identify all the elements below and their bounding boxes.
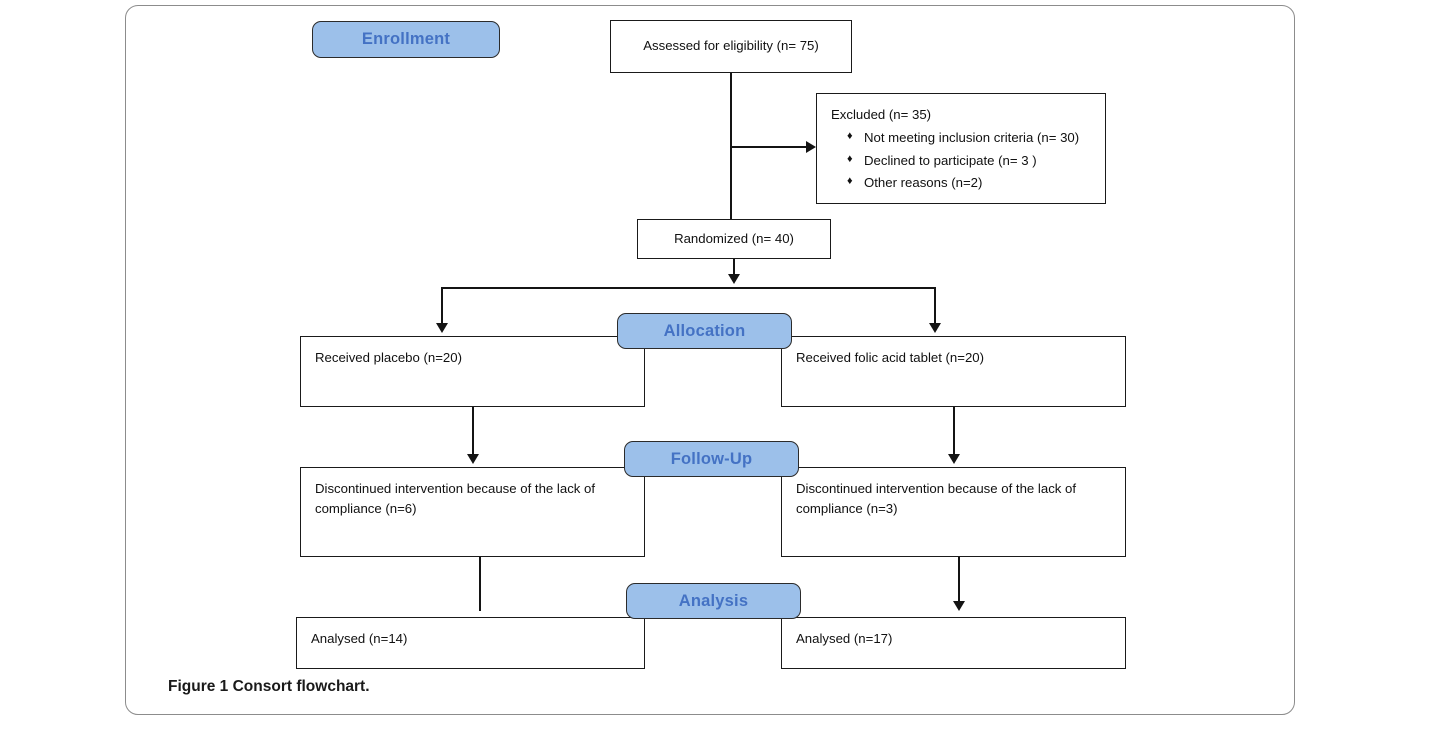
bullet-diamond-icon: ♦	[847, 130, 853, 143]
node-excluded-reason-list: ♦ Not meeting inclusion criteria (n= 30)…	[831, 127, 1092, 193]
connector-allocation-right-to-followup	[953, 407, 955, 456]
connector-randomized-stem	[733, 259, 735, 276]
figure-caption-text: Consort flowchart.	[232, 678, 370, 695]
arrowhead-to-excluded	[806, 141, 816, 153]
node-allocation-left: Received placebo (n=20)	[300, 336, 645, 407]
list-item: ♦ Not meeting inclusion criteria (n= 30)	[847, 127, 1092, 148]
node-allocation-left-text: Received placebo (n=20)	[315, 350, 462, 365]
arrowhead-followup-right	[948, 454, 960, 464]
connector-followup-right-to-analysis	[958, 557, 960, 603]
stage-badge-analysis: Analysis	[626, 583, 801, 619]
stage-badge-followup-label: Follow-Up	[670, 449, 753, 468]
node-followup-left-text: Discontinued intervention because of the…	[315, 481, 596, 517]
node-assessed-for-eligibility-text: Assessed for eligibility (n= 75)	[643, 38, 819, 54]
connector-followup-left-to-analysis	[479, 557, 481, 611]
node-followup-right: Discontinued intervention because of the…	[781, 467, 1126, 557]
list-item-label: Declined to participate (n= 3 )	[864, 152, 1037, 168]
list-item: ♦ Other reasons (n=2)	[847, 172, 1092, 193]
list-item: ♦ Declined to participate (n= 3 )	[847, 150, 1092, 171]
list-item-label: Not meeting inclusion criteria (n= 30)	[864, 130, 1080, 146]
node-randomized: Randomized (n= 40)	[637, 219, 831, 259]
stage-badge-allocation-label: Allocation	[663, 321, 746, 340]
node-excluded: Excluded (n= 35) ♦ Not meeting inclusion…	[816, 93, 1106, 204]
stage-badge-enrollment-label: Enrollment	[361, 30, 451, 48]
connector-allocation-split-bar	[441, 287, 936, 289]
stage-badge-followup: Follow-Up	[624, 441, 799, 477]
connector-allocation-left-to-followup	[472, 407, 474, 456]
figure-caption: Figure 1 Consort flowchart.	[168, 678, 370, 696]
stage-badge-enrollment: Enrollment	[312, 21, 500, 58]
node-analysis-left: Analysed (n=14)	[296, 617, 645, 669]
node-analysis-left-text: Analysed (n=14)	[311, 631, 408, 646]
connector-to-excluded-line	[730, 146, 806, 148]
arrowhead-randomized-split	[728, 274, 740, 284]
arrowhead-followup-left	[467, 454, 479, 464]
node-followup-left: Discontinued intervention because of the…	[300, 467, 645, 557]
node-followup-right-text: Discontinued intervention because of the…	[796, 481, 1077, 517]
arrowhead-allocation-left	[436, 323, 448, 333]
bullet-diamond-icon: ♦	[847, 152, 853, 165]
stage-badge-analysis-label: Analysis	[678, 591, 749, 610]
arrowhead-allocation-right	[929, 323, 941, 333]
node-allocation-right: Received folic acid tablet (n=20)	[781, 336, 1126, 407]
node-analysis-right-text: Analysed (n=17)	[796, 631, 893, 646]
node-analysis-right: Analysed (n=17)	[781, 617, 1126, 669]
bullet-diamond-icon: ♦	[847, 175, 853, 188]
node-assessed-for-eligibility: Assessed for eligibility (n= 75)	[610, 20, 852, 73]
node-randomized-text: Randomized (n= 40)	[674, 230, 794, 246]
stage-badge-allocation: Allocation	[617, 313, 792, 349]
list-item-label: Other reasons (n=2)	[864, 175, 983, 191]
node-excluded-title: Excluded (n= 35)	[831, 107, 932, 122]
figure-caption-label: Figure 1	[168, 678, 229, 695]
connector-split-to-allocation-right	[934, 287, 936, 325]
arrowhead-analysis-right	[953, 601, 965, 611]
node-allocation-right-text: Received folic acid tablet (n=20)	[796, 350, 985, 365]
connector-split-to-allocation-left	[441, 287, 443, 325]
